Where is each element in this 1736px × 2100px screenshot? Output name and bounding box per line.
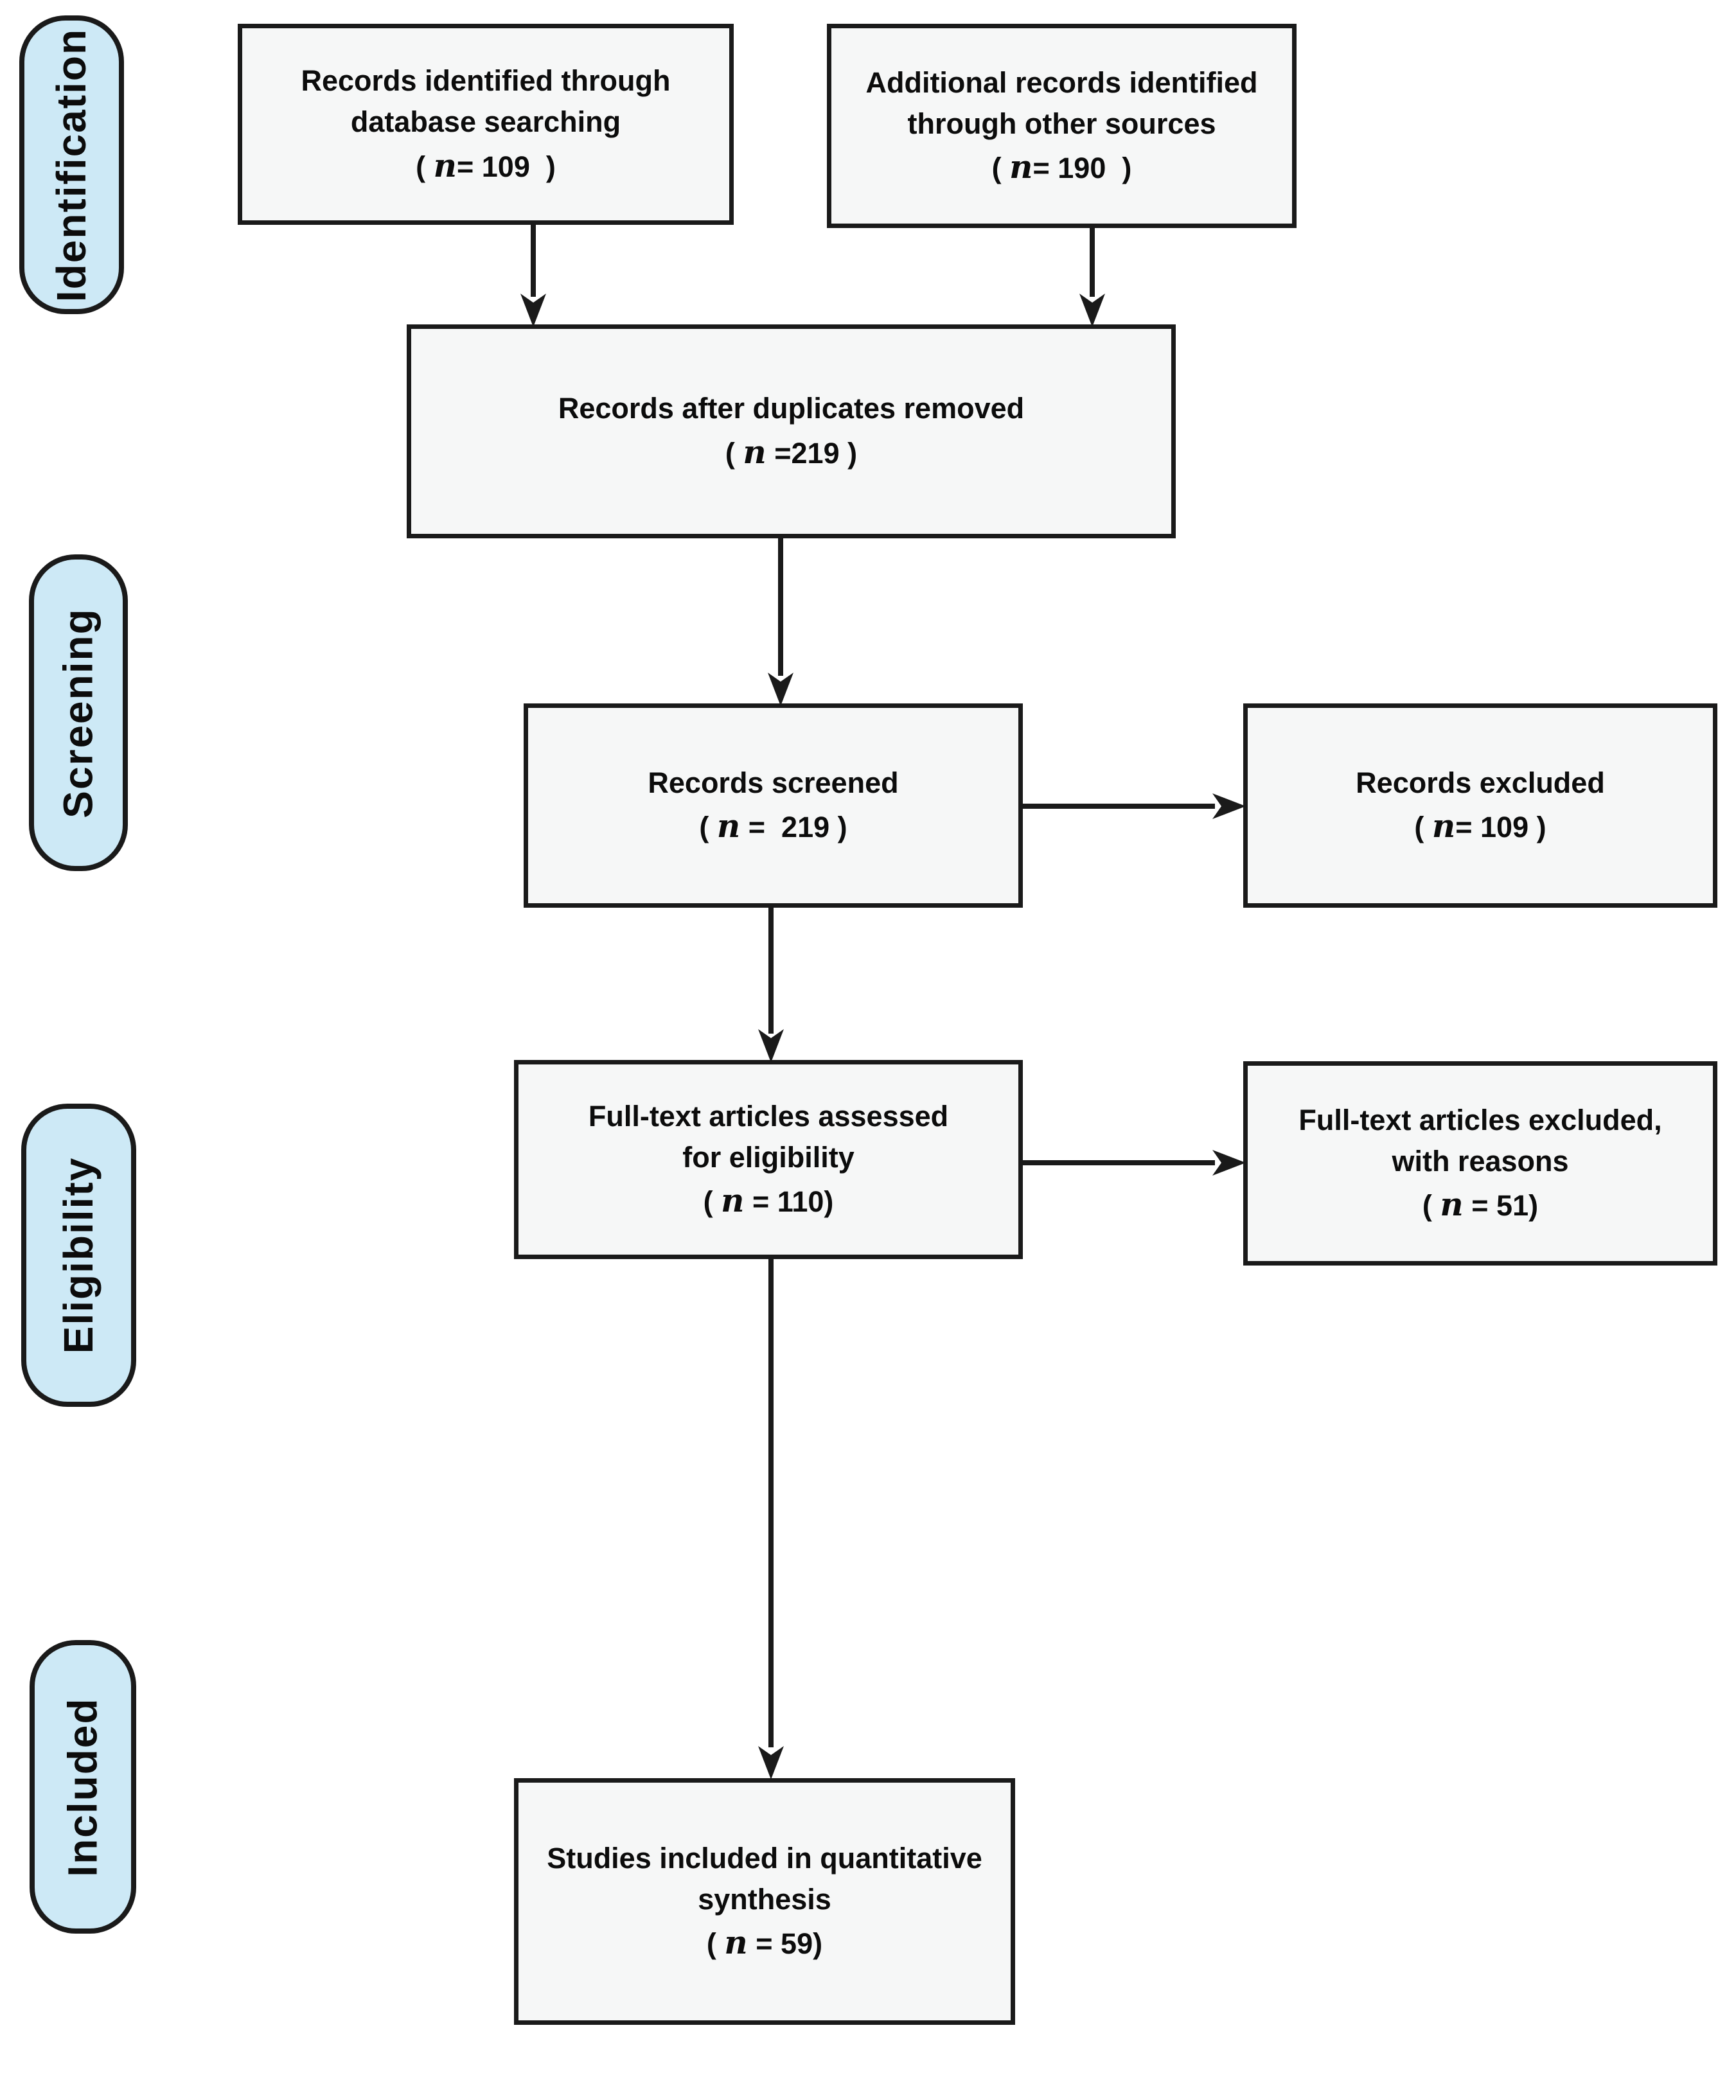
box-fulltext-assessed-count: ( n = 110) bbox=[703, 1181, 834, 1220]
box-fulltext-excluded-count: ( n = 51) bbox=[1422, 1185, 1539, 1224]
stage-eligibility-label: Eligibility bbox=[55, 1156, 102, 1354]
n-symbol: n bbox=[1440, 1185, 1464, 1224]
box-records-excluded-text: Records excluded bbox=[1356, 766, 1605, 799]
box-records-identified-count: ( n= 109 ) bbox=[416, 146, 556, 184]
box-duplicates-removed: Records after duplicates removed ( n =21… bbox=[407, 324, 1176, 538]
arrow-screened-to-excluded-line bbox=[1023, 804, 1215, 809]
stage-screening: Screening bbox=[29, 554, 128, 871]
arrow-additional-to-dedup-head bbox=[1079, 294, 1105, 327]
box-records-screened-count: ( n = 219 ) bbox=[699, 807, 847, 845]
box-records-excluded: Records excluded ( n= 109 ) bbox=[1243, 703, 1717, 908]
stage-identification-label: Identification bbox=[48, 28, 95, 302]
n-symbol: n bbox=[721, 1181, 745, 1220]
arrow-screened-to-fulltext-line bbox=[768, 908, 774, 1034]
box-records-screened-text: Records screened bbox=[648, 766, 899, 799]
box-duplicates-removed-count: ( n =219 ) bbox=[725, 432, 858, 471]
box-additional-records-count: ( n= 190 ) bbox=[991, 148, 1132, 186]
stage-included: Included bbox=[30, 1640, 136, 1934]
box-studies-included-count: ( n = 59) bbox=[706, 1923, 823, 1962]
arrow-dedup-to-screened-line bbox=[778, 538, 783, 676]
box-records-excluded-count: ( n= 109 ) bbox=[1414, 807, 1546, 845]
box-fulltext-assessed-text: Full-text articles assessed for eligibil… bbox=[588, 1099, 949, 1174]
arrow-fulltext-to-included-head bbox=[758, 1746, 784, 1779]
arrow-fulltext-to-included-line bbox=[768, 1258, 774, 1747]
box-additional-records-text: Additional records identified through ot… bbox=[865, 66, 1258, 140]
box-fulltext-assessed: Full-text articles assessed for eligibil… bbox=[514, 1060, 1023, 1259]
arrow-fulltext-to-excluded-line bbox=[1023, 1160, 1215, 1165]
n-symbol: n bbox=[743, 432, 766, 471]
box-fulltext-excluded: Full-text articles excluded, with reason… bbox=[1243, 1061, 1717, 1266]
arrow-screened-to-fulltext-head bbox=[758, 1029, 784, 1063]
arrow-screened-to-excluded-head bbox=[1212, 793, 1246, 819]
stage-identification: Identification bbox=[19, 15, 124, 314]
box-records-identified: Records identified through database sear… bbox=[238, 24, 734, 225]
box-fulltext-excluded-text: Full-text articles excluded, with reason… bbox=[1298, 1103, 1662, 1178]
arrow-identified-to-dedup-head bbox=[520, 294, 546, 327]
box-additional-records: Additional records identified through ot… bbox=[827, 24, 1297, 228]
arrow-dedup-to-screened-head bbox=[768, 673, 793, 706]
box-records-screened: Records screened ( n = 219 ) bbox=[524, 703, 1023, 908]
n-symbol: n bbox=[716, 807, 741, 845]
stage-included-label: Included bbox=[60, 1697, 106, 1877]
n-symbol: n bbox=[433, 146, 457, 184]
n-symbol: n bbox=[1431, 807, 1456, 845]
n-symbol: n bbox=[1009, 148, 1033, 186]
arrow-identified-to-dedup-line bbox=[531, 225, 536, 297]
stage-screening-label: Screening bbox=[55, 607, 102, 818]
arrow-additional-to-dedup-line bbox=[1090, 228, 1095, 297]
box-studies-included: Studies included in quantitative synthes… bbox=[514, 1778, 1015, 2025]
box-studies-included-text: Studies included in quantitative synthes… bbox=[547, 1841, 982, 1916]
n-symbol: n bbox=[724, 1923, 748, 1962]
arrow-fulltext-to-excluded-head bbox=[1212, 1150, 1246, 1176]
box-duplicates-removed-text: Records after duplicates removed bbox=[558, 392, 1025, 425]
stage-eligibility: Eligibility bbox=[21, 1104, 136, 1407]
box-records-identified-text: Records identified through database sear… bbox=[301, 64, 671, 138]
